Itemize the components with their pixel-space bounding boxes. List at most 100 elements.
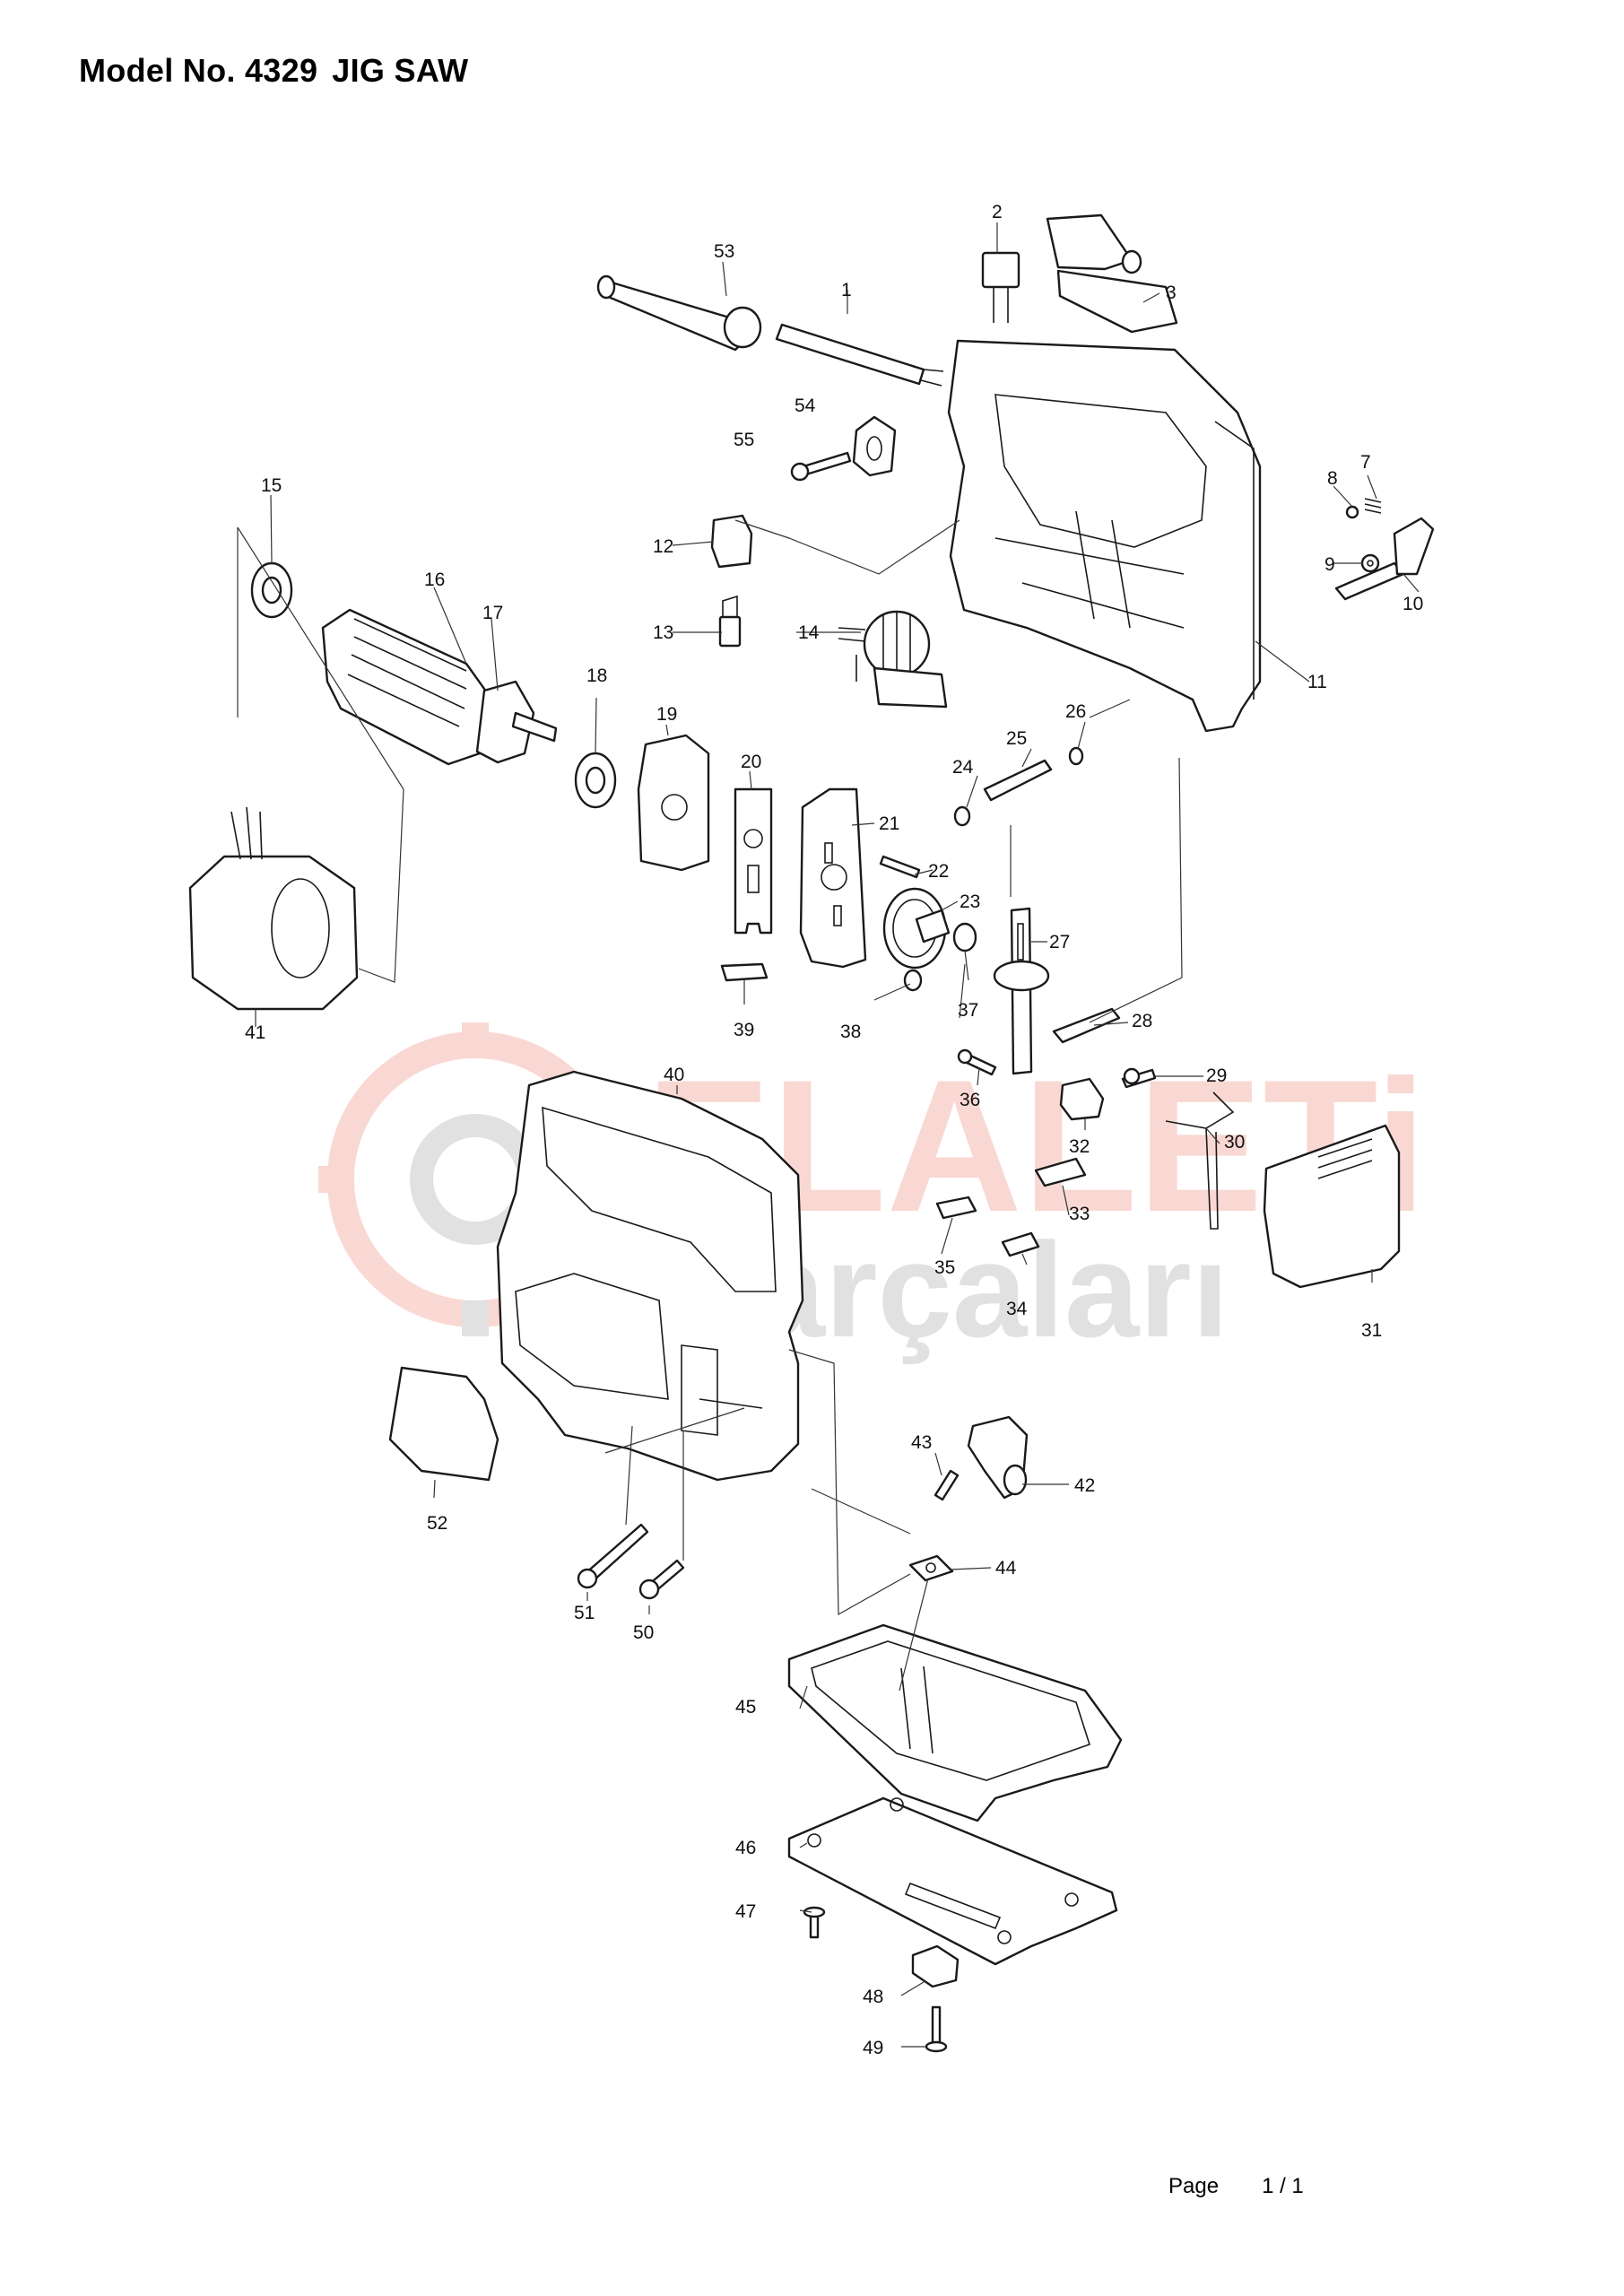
part-43-pin [934,1469,960,1501]
callout-23: 23 [960,891,980,912]
part-37-bushing [952,922,977,952]
callout-45: 45 [735,1697,756,1718]
part-15-bearing [250,561,293,619]
callout-21: 21 [879,813,899,834]
page-number: 1 / 1 [1262,2174,1304,2198]
parts-artwork [188,213,1435,2053]
callout-53: 53 [714,241,734,262]
callout-48: 48 [863,1987,883,2007]
callout-3: 3 [1166,283,1177,303]
callout-14: 14 [798,622,820,643]
part-45-base [787,1623,1123,1822]
callout-44: 44 [995,1558,1017,1578]
callout-28: 28 [1132,1011,1152,1031]
callout-13: 13 [653,622,673,643]
page-label: Page [1168,2174,1220,2198]
part-46-base-plate [787,1796,1118,1966]
watermark: ELALETi parçaları [318,1022,1427,1365]
part-51-screw [577,1523,649,1589]
callout-9: 9 [1324,554,1335,575]
callout-33: 33 [1069,1204,1090,1224]
part-9-washer [1360,553,1380,573]
callout-38: 38 [840,1022,861,1042]
callout-19: 19 [656,704,677,725]
part-54-clamp [852,415,897,477]
part-18-bearing [574,752,617,809]
callout-17: 17 [482,603,503,623]
part-14-speed-dial [838,610,948,709]
part-19-bracket [637,734,710,872]
callout-30: 30 [1224,1132,1245,1152]
part-55-screw [790,451,852,482]
callout-41: 41 [245,1022,265,1043]
callout-11: 11 [1307,672,1327,692]
callout-40: 40 [664,1065,684,1085]
callout-35: 35 [934,1257,955,1278]
part-32-roller-holder [1059,1077,1105,1121]
callout-36: 36 [960,1090,980,1110]
callout-49: 49 [863,2038,883,2058]
part-21-gear-housing [799,787,867,969]
callout-24: 24 [952,757,974,778]
model-number: Model No. 4329 [79,52,318,89]
leader-lines [237,222,1420,2048]
part-27-plunger [993,907,1050,1075]
part-49-screw [925,2005,948,2053]
callout-50: 50 [633,1622,654,1643]
callout-7: 7 [1360,452,1371,473]
callout-32: 32 [1069,1136,1090,1157]
callout-8: 8 [1327,468,1338,489]
part-13-carbon-brush [718,595,742,648]
part-3-switch [1046,213,1178,334]
part-callouts: 1 2 3 7 8 9 10 11 12 13 14 15 16 17 18 1… [245,202,1423,2058]
callout-47: 47 [735,1901,756,1922]
page-title: Model No. 4329 JIG SAW [79,52,468,90]
callout-34: 34 [1006,1299,1028,1319]
part-24-ring [953,805,971,827]
callout-16: 16 [424,570,445,590]
callout-31: 31 [1361,1320,1382,1341]
callout-27: 27 [1049,932,1070,952]
part-22-pin [879,855,921,879]
part-48-clamp [911,1944,960,1988]
part-40-housing [496,1070,804,1482]
part-28-guide [1052,1007,1121,1044]
part-12-brush-holder [710,514,753,569]
part-52-label [388,1366,499,1482]
callout-39: 39 [734,1020,754,1040]
callout-18: 18 [586,665,607,686]
part-1-cord [775,323,944,387]
product-name: JIG SAW [332,52,469,89]
part-30-wire [1165,1091,1235,1230]
part-23-gear [882,887,951,970]
callout-15: 15 [261,475,282,496]
part-50-screw [638,1559,685,1600]
part-26-ring [1068,746,1084,766]
callout-2: 2 [992,202,1003,222]
part-38-ring [903,969,923,992]
callout-43: 43 [911,1432,932,1453]
callout-54: 54 [795,396,816,416]
callout-55: 55 [734,430,754,450]
part-34-pad [1001,1231,1040,1257]
callout-52: 52 [427,1513,447,1534]
part-47-screw [803,1906,826,1939]
part-53-grip [596,274,762,352]
part-10-lever [1334,517,1435,601]
part-35-pad [935,1196,977,1220]
part-25-pin [983,759,1053,802]
callout-1: 1 [841,280,852,300]
callout-12: 12 [653,536,673,557]
part-42-lever [967,1415,1029,1500]
part-31-cover [1263,1124,1401,1289]
callout-51: 51 [574,1603,595,1623]
part-41-field [188,806,359,1011]
part-2-capacitor [981,251,1020,323]
part-11-housing [947,339,1262,733]
page-footer: Page 1 / 1 [1168,2174,1304,2199]
part-8-ring [1345,505,1359,519]
part-33-pad [1034,1157,1087,1187]
callout-26: 26 [1065,701,1086,722]
callout-25: 25 [1006,728,1027,749]
